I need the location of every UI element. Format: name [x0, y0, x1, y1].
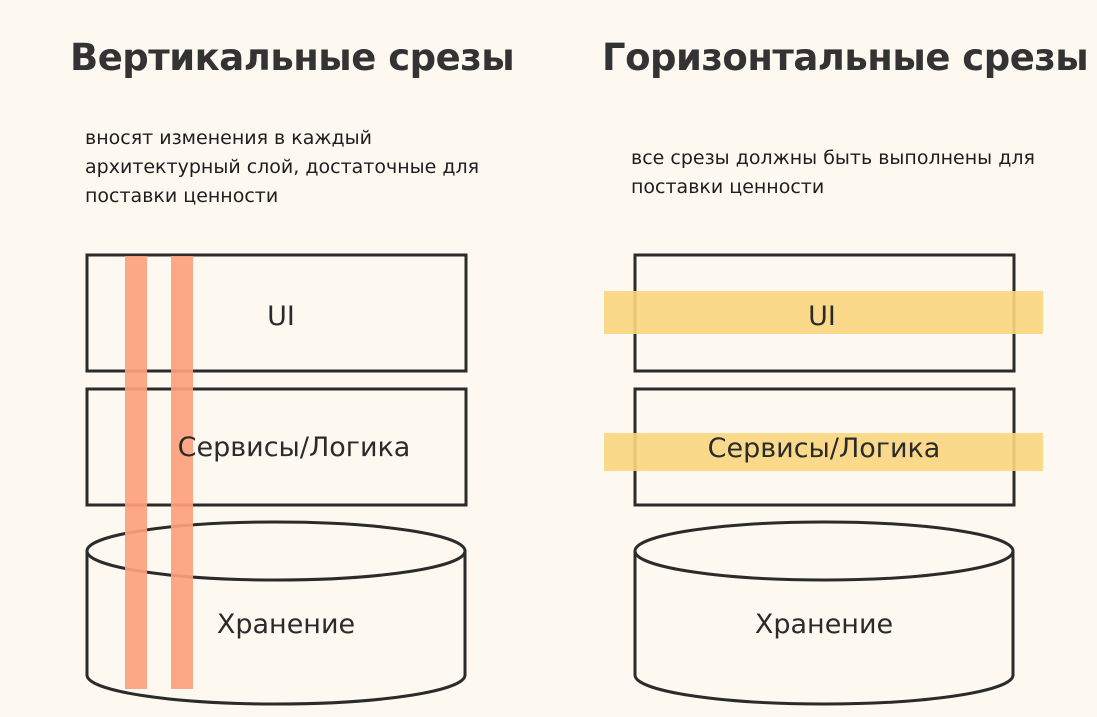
storage-layer-label: Хранение	[755, 609, 893, 640]
services-layer-box	[85, 387, 468, 507]
storage-cylinder-body	[85, 551, 467, 706]
storage-cylinder	[85, 520, 467, 706]
services-layer-label: Сервисы/Логика	[178, 432, 411, 463]
horizontal-slice-bar	[604, 433, 1043, 471]
horizontal-slices-title: Горизонтальные срезы	[602, 36, 1089, 79]
vertical-slices-title: Вертикальные срезы	[70, 36, 515, 79]
horizontal-slices-description: все срезы должны быть выполнены для пост…	[631, 147, 1035, 198]
vertical-diagram: UI Сервисы/Логика Хранение	[85, 253, 468, 706]
storage-layer-label: Хранение	[217, 609, 355, 640]
vertical-slice-bar	[125, 256, 147, 689]
horizontal-slice-bar	[604, 291, 1043, 334]
vertical-slice-bar	[171, 256, 193, 689]
horizontal-diagram: UI Сервисы/Логика Хранение	[604, 253, 1043, 706]
storage-cylinder-body	[633, 551, 1015, 706]
ui-layer-label: UI	[808, 301, 836, 332]
storage-cylinder-top	[633, 520, 1015, 582]
ui-layer-box	[85, 253, 468, 373]
ui-layer-label: UI	[267, 301, 295, 332]
services-layer-label: Сервисы/Логика	[708, 433, 941, 464]
vertical-slices-description: вносят изменения в каждый архитектурный …	[85, 127, 480, 207]
storage-cylinder	[633, 520, 1015, 706]
storage-cylinder-top	[85, 520, 467, 582]
